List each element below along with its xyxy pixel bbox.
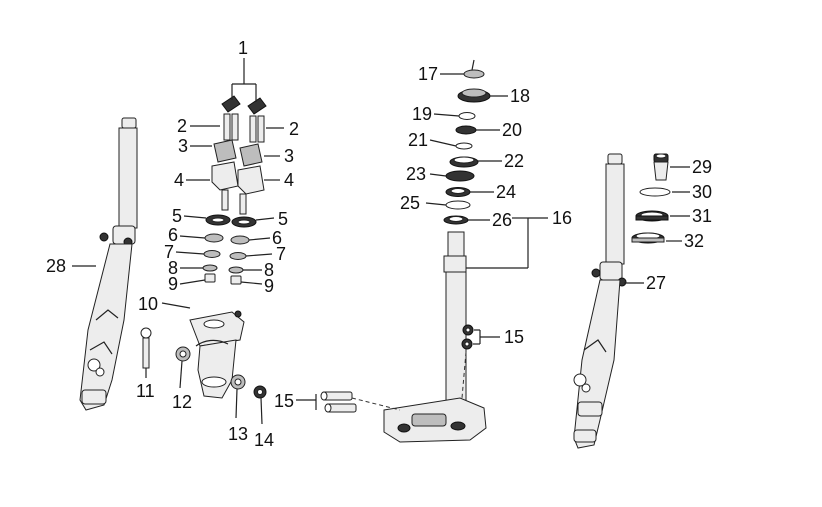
label-24: 24	[496, 182, 516, 202]
seal-31	[635, 210, 669, 222]
washer-13	[230, 374, 246, 419]
clip-assembly-right	[228, 97, 267, 285]
label-8-right: 8	[264, 260, 274, 280]
label-2-left: 2	[177, 116, 187, 136]
label-27: 27	[646, 273, 666, 293]
label-30: 30	[692, 182, 712, 202]
label-5-right: 5	[278, 209, 288, 229]
leaders-2-9	[175, 125, 284, 285]
label-8-left: 8	[168, 258, 178, 278]
leaders-15-lower	[296, 394, 317, 410]
leaders-1	[231, 58, 257, 102]
label-13: 13	[228, 424, 248, 444]
label-26: 26	[492, 210, 512, 230]
label-19: 19	[412, 104, 432, 124]
ring-30	[639, 187, 671, 197]
leader-10	[161, 302, 191, 309]
cap-29	[653, 153, 669, 181]
label-22: 22	[504, 151, 524, 171]
washer-12	[175, 346, 191, 389]
bolt-11	[140, 327, 152, 378]
label-17: 17	[418, 64, 438, 84]
label-4-left: 4	[174, 170, 184, 190]
label-3-left: 3	[178, 136, 188, 156]
label-7-left: 7	[164, 242, 174, 262]
label-15-upper: 15	[504, 327, 524, 347]
right-fork-leg	[573, 153, 627, 449]
label-6-right: 6	[272, 228, 282, 248]
bolts-15-lower	[320, 391, 401, 413]
label-16: 16	[552, 208, 572, 228]
nuts-15-upper	[461, 324, 500, 350]
steering-stem	[383, 231, 487, 443]
handlebar-bracket	[189, 310, 245, 399]
bushing-32	[631, 232, 665, 244]
label-28: 28	[46, 256, 66, 276]
label-18: 18	[510, 86, 530, 106]
label-25: 25	[400, 193, 420, 213]
label-7-right: 7	[276, 244, 286, 264]
label-12: 12	[172, 392, 192, 412]
label-1: 1	[238, 38, 248, 58]
label-9-right: 9	[264, 276, 274, 296]
label-9-left: 9	[168, 274, 178, 294]
label-5-left: 5	[172, 206, 182, 226]
label-23: 23	[406, 164, 426, 184]
label-32: 32	[684, 231, 704, 251]
label-15-lower: 15	[274, 391, 294, 411]
label-4-right: 4	[284, 170, 294, 190]
label-21: 21	[408, 130, 428, 150]
label-10: 10	[138, 294, 158, 314]
headset-stack	[443, 59, 491, 225]
label-31: 31	[692, 206, 712, 226]
clip-assembly-left	[202, 95, 241, 283]
label-3-right: 3	[284, 146, 294, 166]
label-29: 29	[692, 157, 712, 177]
label-11: 11	[136, 381, 155, 401]
nut-14	[253, 385, 267, 425]
left-fork-leg	[79, 117, 138, 411]
label-14: 14	[254, 430, 274, 450]
leaders-29-32	[666, 166, 690, 242]
label-2-right: 2	[289, 119, 299, 139]
leaders-17-26	[425, 73, 548, 269]
label-6-left: 6	[168, 225, 178, 245]
label-20: 20	[502, 120, 522, 140]
